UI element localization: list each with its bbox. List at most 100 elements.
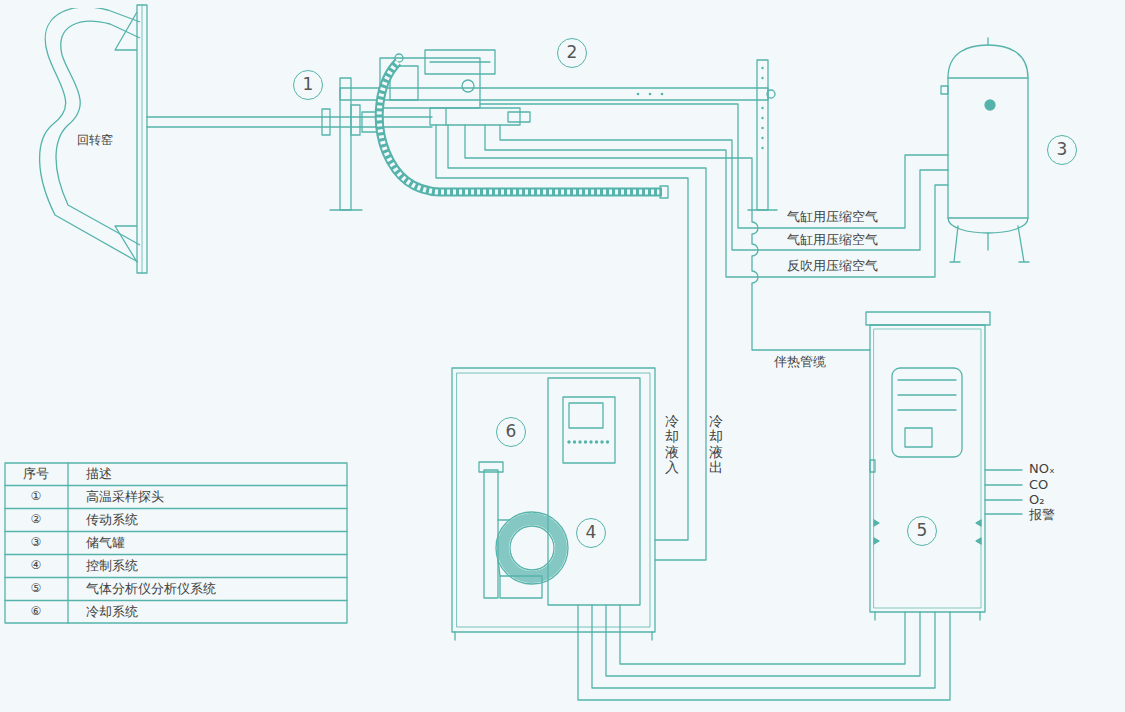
drive-carriage bbox=[425, 50, 495, 74]
cooling-unit bbox=[479, 462, 568, 598]
table-grid bbox=[5, 577, 347, 578]
indicator-dots bbox=[573, 440, 576, 443]
cooling-unit bbox=[500, 576, 542, 598]
drive-carriage bbox=[430, 61, 490, 62]
table-grid bbox=[5, 600, 347, 601]
cooling-unit bbox=[498, 560, 500, 576]
storage-tank bbox=[1018, 226, 1029, 262]
table-cell: 高温采样探头 bbox=[85, 490, 165, 505]
storage-tank bbox=[987, 38, 988, 45]
table-grid bbox=[5, 485, 347, 486]
signal-name: O₂ bbox=[1028, 493, 1045, 508]
control-cabinet bbox=[452, 368, 655, 640]
rail-dots bbox=[649, 93, 652, 96]
table-grid bbox=[5, 463, 347, 623]
storage-tank bbox=[950, 226, 960, 262]
table-grid bbox=[5, 531, 347, 532]
table-cell: ② bbox=[30, 513, 43, 527]
storage-tank bbox=[985, 100, 995, 110]
node-text: 3 bbox=[1057, 140, 1068, 160]
air-line bbox=[500, 125, 948, 250]
signal-output-line bbox=[985, 470, 1022, 514]
cooling-unit bbox=[496, 512, 568, 584]
indicator-dots bbox=[567, 440, 609, 443]
air-line bbox=[485, 125, 948, 277]
node-text: 5 bbox=[917, 521, 928, 541]
indicator-dots bbox=[589, 440, 592, 443]
node-text: 回转窑 bbox=[77, 134, 113, 148]
table-grid bbox=[5, 554, 347, 555]
node-text: 1 bbox=[303, 75, 314, 95]
pipe-label: 反吹用压缩空气 bbox=[786, 259, 879, 274]
signal-name: NOₓ bbox=[1028, 462, 1056, 477]
post-holes bbox=[761, 137, 763, 139]
callout-number: 4 bbox=[576, 518, 606, 548]
table-cell: 传动系统 bbox=[85, 513, 139, 528]
air-line bbox=[480, 104, 948, 228]
storage-tank bbox=[948, 217, 1028, 218]
control-cabinet bbox=[651, 632, 652, 640]
table-cell: ① bbox=[30, 490, 43, 504]
kiln-end-plate bbox=[137, 5, 147, 273]
cable-label: 伴热管缆 bbox=[773, 355, 827, 370]
signal-cable bbox=[578, 605, 950, 700]
pipe-label: 冷却液出 bbox=[709, 414, 723, 476]
signal-output-line bbox=[985, 469, 1022, 470]
indicator-dots bbox=[606, 440, 609, 443]
signal-output-line bbox=[985, 484, 1022, 485]
signal-name: CO bbox=[1028, 478, 1049, 493]
callout-number: 3 bbox=[1047, 135, 1077, 165]
analyzer-cabinet bbox=[866, 312, 990, 325]
callout-number: 6 bbox=[496, 417, 526, 447]
control-cabinet bbox=[563, 397, 615, 463]
probe-tube bbox=[147, 126, 432, 127]
indicator-dots bbox=[584, 440, 587, 443]
table-grid bbox=[67, 463, 68, 623]
coolant-line bbox=[436, 125, 706, 560]
post-holes bbox=[761, 117, 763, 119]
guide-rail bbox=[340, 88, 768, 100]
table-header: 序号 bbox=[22, 467, 50, 482]
indicator-dots bbox=[578, 440, 581, 443]
illustration-lines bbox=[5, 5, 1029, 700]
rail-dots bbox=[661, 93, 664, 96]
kiln-outline bbox=[56, 21, 140, 245]
node-text: 4 bbox=[586, 523, 597, 543]
pipe-label: 冷却液入 bbox=[665, 414, 679, 476]
storage-tank bbox=[948, 45, 1028, 233]
probe-tube bbox=[147, 109, 432, 135]
node-text: 2 bbox=[567, 43, 578, 63]
indicator-dots bbox=[600, 440, 603, 443]
rail-dots bbox=[637, 93, 640, 96]
table-header: 描述 bbox=[85, 467, 113, 482]
post-holes bbox=[761, 67, 763, 69]
analyzer-cabinet bbox=[866, 312, 990, 620]
drive-carriage bbox=[508, 112, 530, 122]
kiln-outline bbox=[115, 226, 137, 262]
support-post bbox=[351, 105, 360, 135]
control-cabinet bbox=[457, 373, 650, 627]
cooling-unit bbox=[479, 462, 503, 472]
cooling-unit bbox=[503, 519, 561, 577]
control-cabinet bbox=[569, 403, 603, 428]
drive-carriage bbox=[445, 108, 446, 125]
indicator-dots bbox=[567, 440, 570, 443]
storage-tank bbox=[941, 38, 1029, 262]
analyzer-cabinet bbox=[874, 612, 875, 620]
control-cabinet bbox=[452, 368, 655, 632]
analyzer-cabinet bbox=[874, 329, 981, 608]
end-post bbox=[767, 90, 775, 98]
drive-carriage bbox=[380, 50, 530, 125]
signal-cable bbox=[578, 605, 950, 700]
rotary-kiln: 回转窑 bbox=[28, 8, 142, 274]
drag-chain bbox=[379, 62, 662, 192]
support-post bbox=[340, 78, 351, 210]
table-grid bbox=[5, 463, 347, 623]
signal-name: 报警 bbox=[1028, 508, 1056, 523]
kiln-outline bbox=[40, 8, 140, 262]
drive-carriage bbox=[430, 108, 520, 125]
cooling-unit bbox=[498, 519, 510, 520]
drive-carriage bbox=[462, 80, 474, 92]
